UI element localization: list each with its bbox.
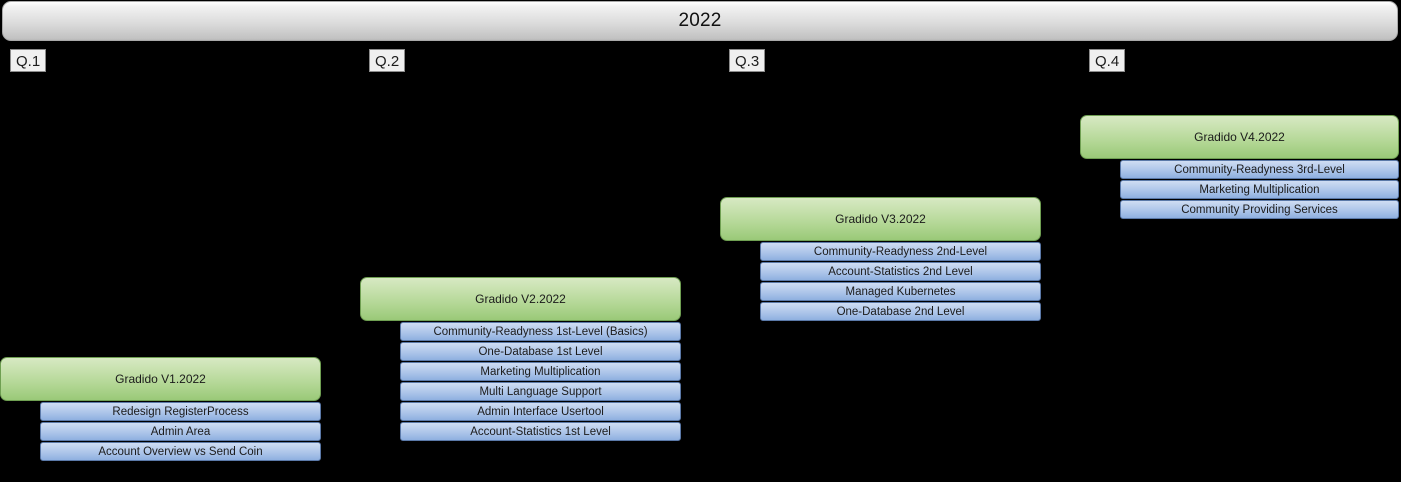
release-header-v3[interactable]: Gradido V3.2022 [720, 197, 1041, 241]
feature-bar[interactable]: Admin Area [40, 422, 321, 441]
quarter-marker-q2: Q.2 [369, 49, 406, 72]
release-group-v4: Gradido V4.2022 Community-Readyness 3rd-… [1080, 115, 1399, 219]
quarter-marker-q3: Q.3 [729, 49, 766, 72]
feature-bar[interactable]: One-Database 2nd Level [760, 302, 1041, 321]
feature-label: Marketing Multiplication [1199, 183, 1320, 196]
feature-bar[interactable]: Marketing Multiplication [400, 362, 681, 381]
release-title-v2: Gradido V2.2022 [475, 292, 566, 306]
quarter-marker-q4: Q.4 [1089, 49, 1126, 72]
feature-label: Community-Readyness 1st-Level (Basics) [433, 325, 648, 338]
feature-label: Community-Readyness 2nd-Level [813, 245, 988, 258]
feature-label: Admin Area [150, 425, 211, 438]
year-label: 2022 [678, 10, 722, 31]
release-header-v2[interactable]: Gradido V2.2022 [360, 277, 681, 321]
feature-bar[interactable]: Account Overview vs Send Coin [40, 442, 321, 461]
feature-bar[interactable]: Managed Kubernetes [760, 282, 1041, 301]
feature-label: Account-Statistics 2nd Level [828, 265, 973, 278]
release-group-v3: Gradido V3.2022 Community-Readyness 2nd-… [720, 197, 1041, 321]
feature-label: Multi Language Support [479, 385, 602, 398]
feature-bar[interactable]: One-Database 1st Level [400, 342, 681, 361]
feature-bar[interactable]: Community Providing Services [1120, 200, 1399, 219]
quarter-marker-q1: Q.1 [10, 49, 47, 72]
release-title-v1: Gradido V1.2022 [115, 372, 206, 386]
feature-list-v4: Community-Readyness 3rd-Level Marketing … [1120, 160, 1399, 219]
feature-bar[interactable]: Community-Readyness 2nd-Level [760, 242, 1041, 261]
feature-list-v2: Community-Readyness 1st-Level (Basics) O… [400, 322, 681, 441]
feature-label: Community Providing Services [1181, 203, 1338, 216]
feature-list-v3: Community-Readyness 2nd-Level Account-St… [760, 242, 1041, 321]
feature-bar[interactable]: Redesign RegisterProcess [40, 402, 321, 421]
release-header-v4[interactable]: Gradido V4.2022 [1080, 115, 1399, 159]
release-header-v1[interactable]: Gradido V1.2022 [0, 357, 321, 401]
feature-list-v1: Redesign RegisterProcess Admin Area Acco… [40, 402, 321, 461]
release-title-v4: Gradido V4.2022 [1194, 130, 1285, 144]
feature-bar[interactable]: Account-Statistics 1st Level [400, 422, 681, 441]
feature-bar[interactable]: Community-Readyness 3rd-Level [1120, 160, 1399, 179]
feature-bar[interactable]: Account-Statistics 2nd Level [760, 262, 1041, 281]
feature-label: Marketing Multiplication [480, 365, 601, 378]
feature-bar[interactable]: Community-Readyness 1st-Level (Basics) [400, 322, 681, 341]
feature-label: Account-Statistics 1st Level [470, 425, 611, 438]
feature-bar[interactable]: Admin Interface Usertool [400, 402, 681, 421]
feature-label: Admin Interface Usertool [477, 405, 604, 418]
feature-label: Managed Kubernetes [845, 285, 956, 298]
feature-label: Redesign RegisterProcess [112, 405, 249, 418]
release-group-v2: Gradido V2.2022 Community-Readyness 1st-… [360, 277, 681, 441]
feature-bar[interactable]: Marketing Multiplication [1120, 180, 1399, 199]
feature-label: Community-Readyness 3rd-Level [1174, 163, 1345, 176]
release-title-v3: Gradido V3.2022 [835, 212, 926, 226]
feature-label: One-Database 1st Level [478, 345, 603, 358]
feature-bar[interactable]: Multi Language Support [400, 382, 681, 401]
feature-label: Account Overview vs Send Coin [98, 445, 263, 458]
release-group-v1: Gradido V1.2022 Redesign RegisterProcess… [0, 357, 321, 461]
year-header-bar: 2022 [2, 1, 1398, 41]
feature-label: One-Database 2nd Level [836, 305, 965, 318]
